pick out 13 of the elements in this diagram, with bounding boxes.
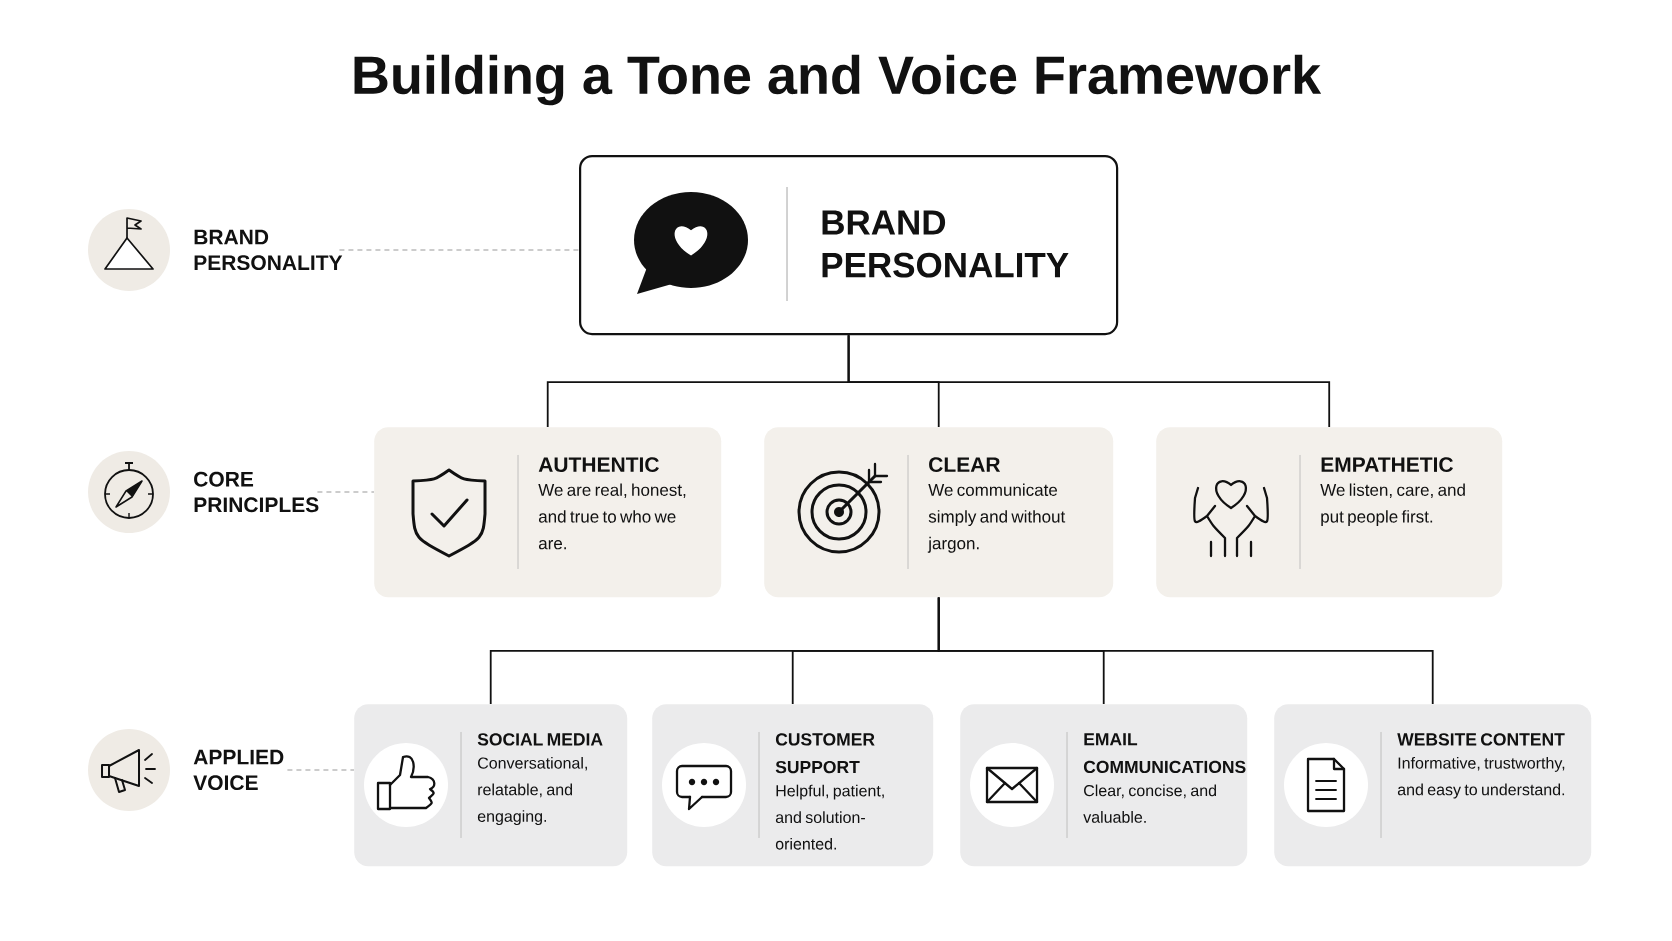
personality-box: BRAND PERSONALITY [579,155,1119,336]
connector-line [937,596,1434,705]
principle-card: CLEAR We communicate simply and without jargon. [764,427,1114,598]
row-label: BRAND PERSONALITY [194,229,343,271]
leader-line [316,491,375,493]
page-title: Building a Tone and Voice Framework [354,54,1322,106]
row-label: CORE PRINCIPLES [194,471,319,513]
leader-line [338,249,580,251]
principle-card: EMPATHETIC We listen, care, and put people first. [1156,427,1503,598]
principle-card: AUTHENTIC We are real, honest, and true to who we are. [374,427,722,598]
row-label: APPLIED VOICE [193,749,284,791]
connector-line [847,334,1331,428]
leader-line [286,769,355,771]
